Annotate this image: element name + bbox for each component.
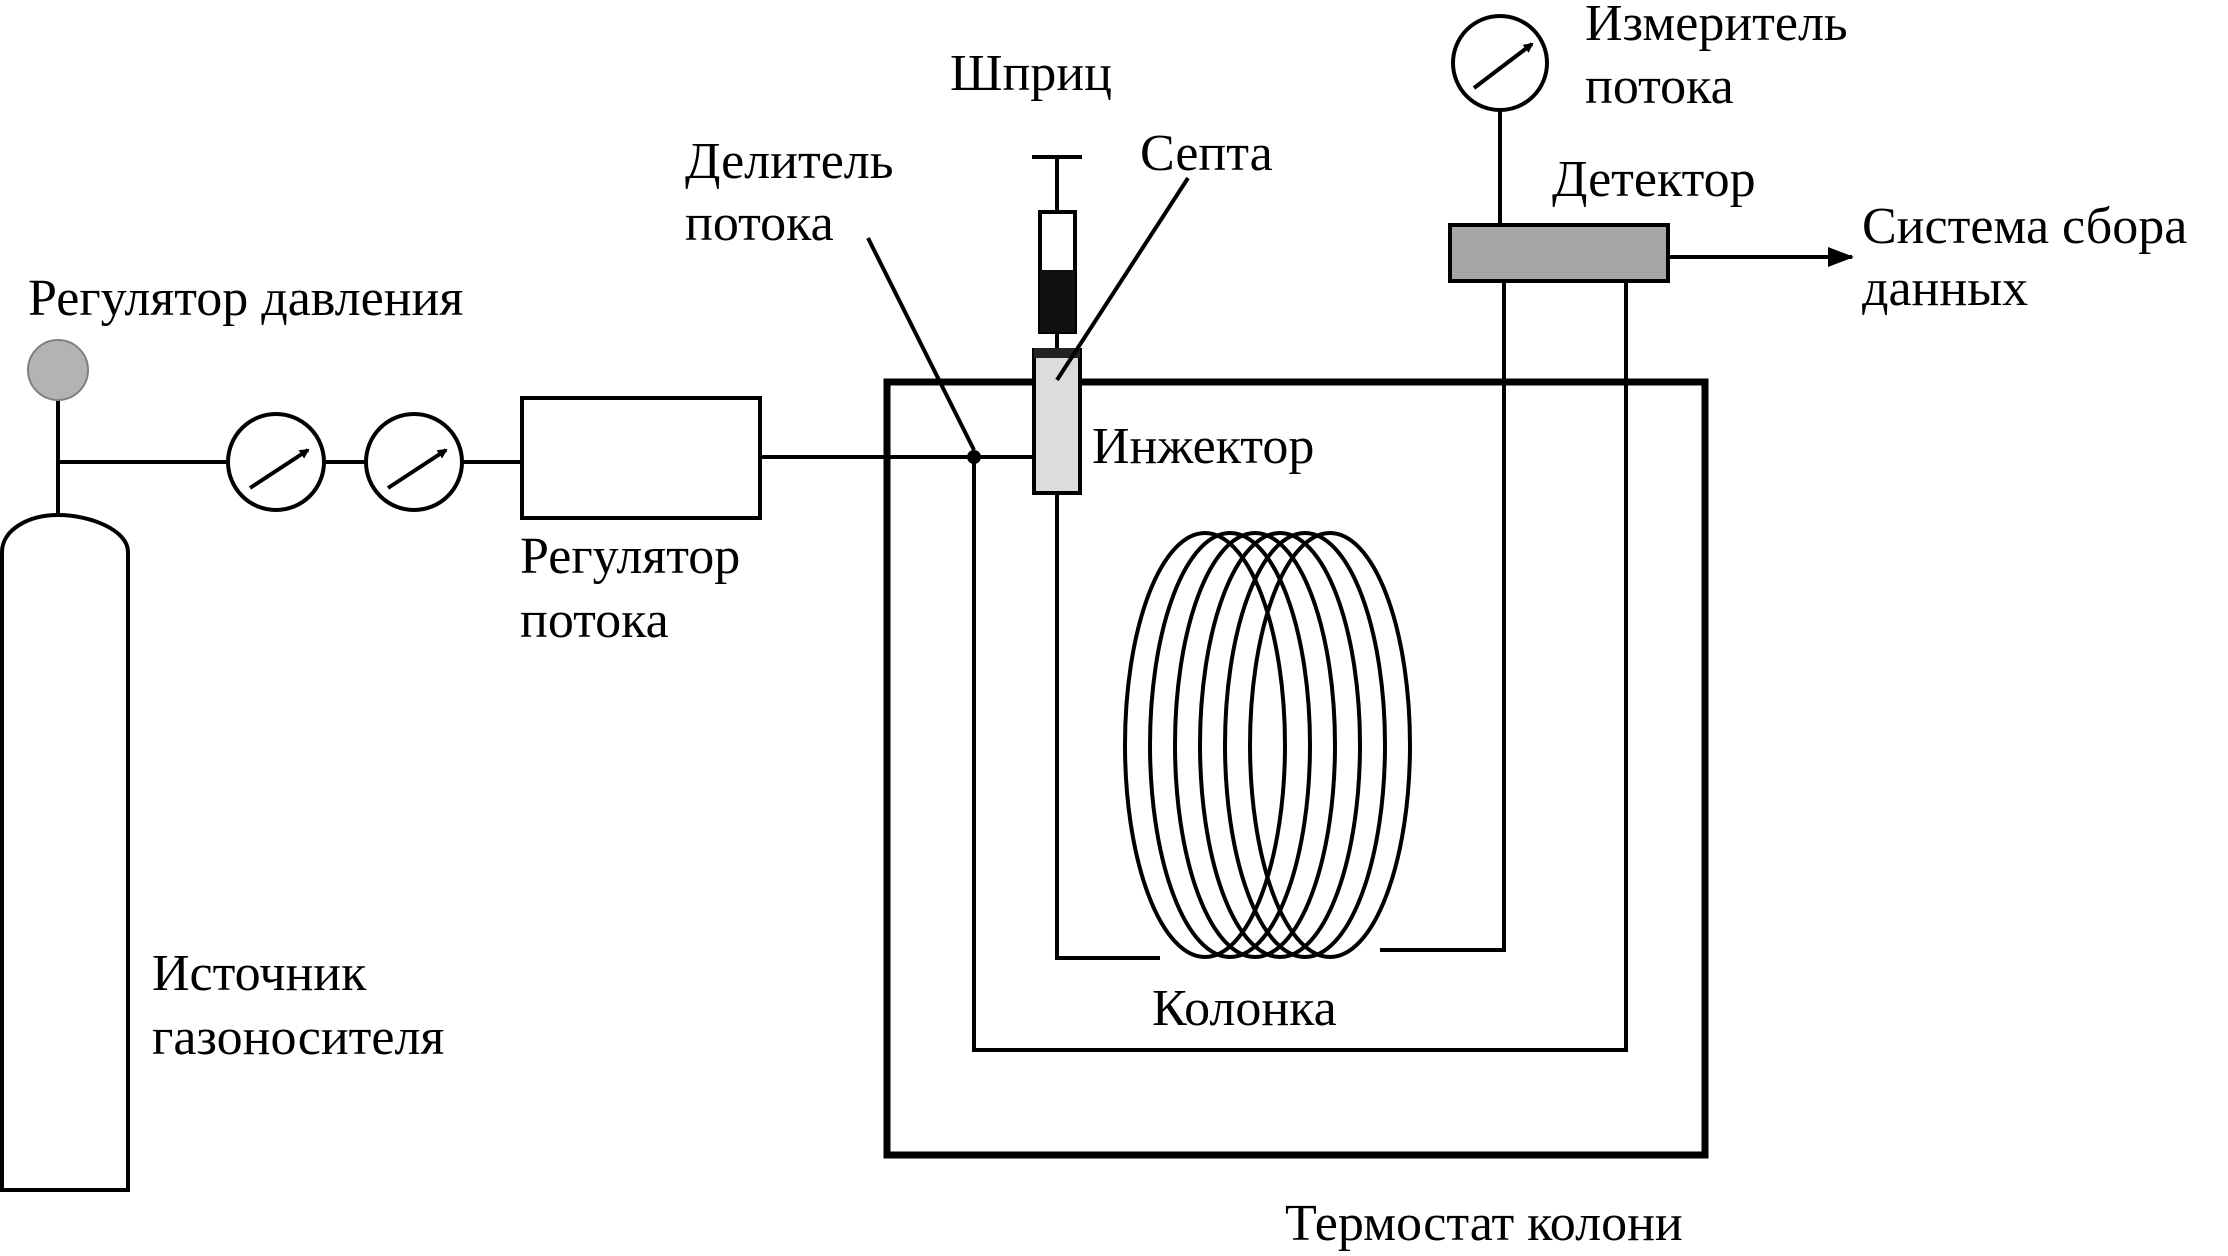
column-oven xyxy=(883,378,1709,1159)
syringe-label: Шприц xyxy=(950,45,1112,102)
injector-label: Инжектор xyxy=(1092,418,1314,475)
injector xyxy=(1032,348,1082,495)
data-system-label-1: Система сбора xyxy=(1862,198,2187,255)
flow-regulator-label-2: потока xyxy=(520,592,669,649)
carrier-gas-label-1: Источник xyxy=(152,945,367,1002)
column-coil xyxy=(1123,531,1412,959)
flow-meter-label-2: потока xyxy=(1585,58,1734,115)
splitter-leader xyxy=(866,237,976,451)
septum-leader xyxy=(1055,176,1190,382)
septum xyxy=(1034,348,1080,358)
carrier-gas-label-2: газоносителя xyxy=(152,1009,444,1066)
gas-cylinder xyxy=(0,512,130,1192)
data-system-label-2: данных xyxy=(1862,260,2028,317)
splitter-label-2: потока xyxy=(685,195,834,252)
flow-regulator-label-1: Регулятор xyxy=(520,528,740,585)
flow-meter-gauge xyxy=(1451,14,1549,112)
detector-label: Детектор xyxy=(1552,151,1756,208)
flow-regulator-box xyxy=(520,396,762,520)
pressure-regulator-knob xyxy=(27,339,89,401)
syringe xyxy=(1032,155,1082,350)
flow-meter-label-1: Измеритель xyxy=(1585,0,1848,52)
septum-label: Септа xyxy=(1140,125,1273,182)
column-label: Колонка xyxy=(1152,980,1337,1037)
pressure-regulator-label: Регулятор давления xyxy=(28,270,463,327)
pressure-gauge-2 xyxy=(364,412,464,512)
column-oven-label: Термостат колони xyxy=(1285,1195,1683,1252)
detector xyxy=(1448,223,1670,283)
splitter-label-1: Делитель xyxy=(685,133,893,190)
column-inlet xyxy=(1055,493,1160,960)
pressure-gauge-1 xyxy=(226,412,326,512)
column-outlet xyxy=(1380,280,1506,952)
split-line xyxy=(972,280,1628,1052)
